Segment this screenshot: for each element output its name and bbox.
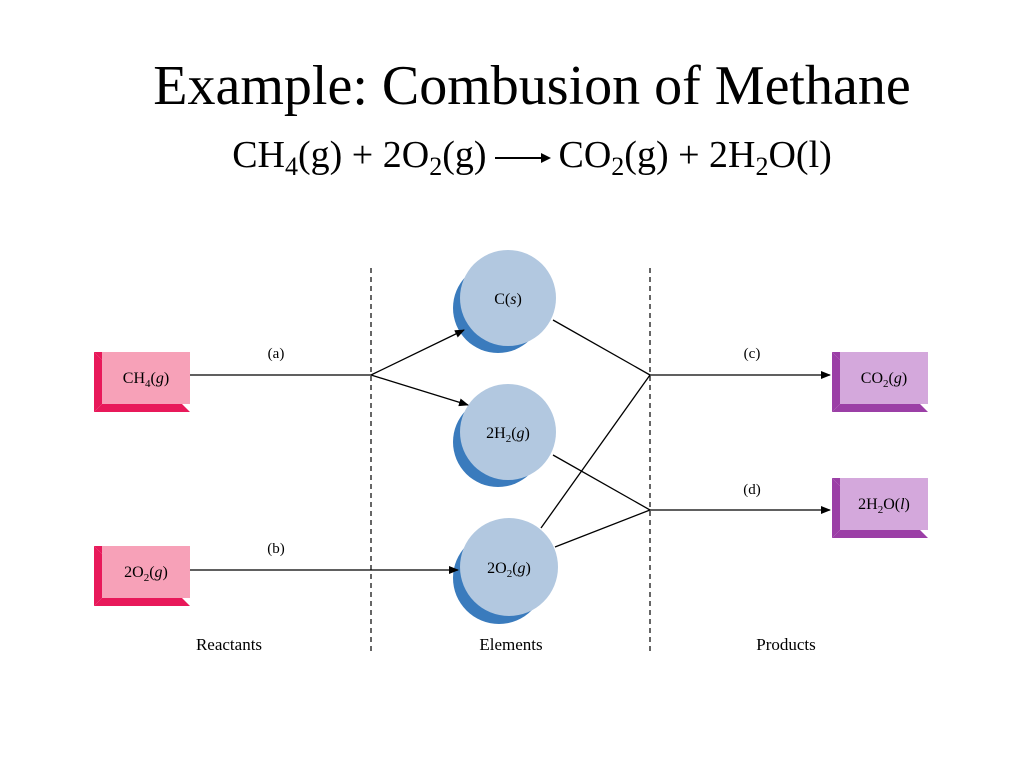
circle-face [460,384,556,480]
carbon-to-junction-c-line [552,319,651,376]
path-a-to-hydrogen-arrow [370,374,469,407]
reactant-box-face [102,546,190,598]
element-label-oxygen: 2O2(g) [487,560,531,580]
path-label-d: (d) [743,482,761,498]
product-label-h2o: 2H2O(l) [858,496,910,516]
path-label-b: (b) [267,541,285,557]
section-label-products: Products [756,635,816,654]
eq-reactant-ch4: CH4(g) + 2O2(g) [232,134,487,181]
element-circle-hydrogen: 2H2(g) [453,384,556,487]
product-box-left-edge [832,478,840,538]
circle-face [460,518,558,616]
reactant-box-o2: 2O2(g) [94,546,190,606]
element-circle-carbon: C(s) [453,250,556,353]
element-circle-oxygen: 2O2(g) [453,518,558,624]
path-label-c: (c) [744,346,761,362]
slide-title: Example: Combusion of Methane [153,55,911,117]
element-label-hydrogen: 2H2(g) [486,425,530,445]
product-box-face [840,478,928,530]
product-label-co2: CO2(g) [861,370,907,390]
reactant-box-face [102,352,190,404]
reactant-box-bottom-edge [94,404,190,412]
reactant-label-ch4: CH4(g) [123,370,169,390]
element-label-carbon: C(s) [494,291,522,308]
balanced-equation: CH4(g) + 2O2(g) CO2(g) + 2H2O(l) [0,130,1024,180]
reactant-box-ch4: CH4(g) [94,352,190,412]
product-box-h2o: 2H2O(l) [832,478,928,538]
product-box-face [840,352,928,404]
circle-face [460,250,556,346]
product-box-bottom-edge [832,530,928,538]
reactant-box-left-edge [94,546,102,606]
reactant-label-o2: 2O2(g) [124,564,168,584]
product-box-co2: CO2(g) [832,352,928,412]
section-label-reactants: Reactants [196,635,262,654]
reactant-box-left-edge [94,352,102,412]
reaction-arrow-icon [494,151,551,165]
hydrogen-to-junction-d-line [552,454,651,511]
oxygen-to-junction-d-line [554,509,651,548]
product-box-left-edge [832,352,840,412]
eq-products: CO2(g) + 2H2O(l) [558,134,832,181]
product-box-bottom-edge [832,404,928,412]
path-label-a: (a) [268,346,285,362]
path-a-to-carbon-arrow [370,329,465,376]
oxygen-to-junction-c-line [540,374,651,529]
section-label-elements: Elements [479,635,542,654]
reactant-box-bottom-edge [94,598,190,606]
